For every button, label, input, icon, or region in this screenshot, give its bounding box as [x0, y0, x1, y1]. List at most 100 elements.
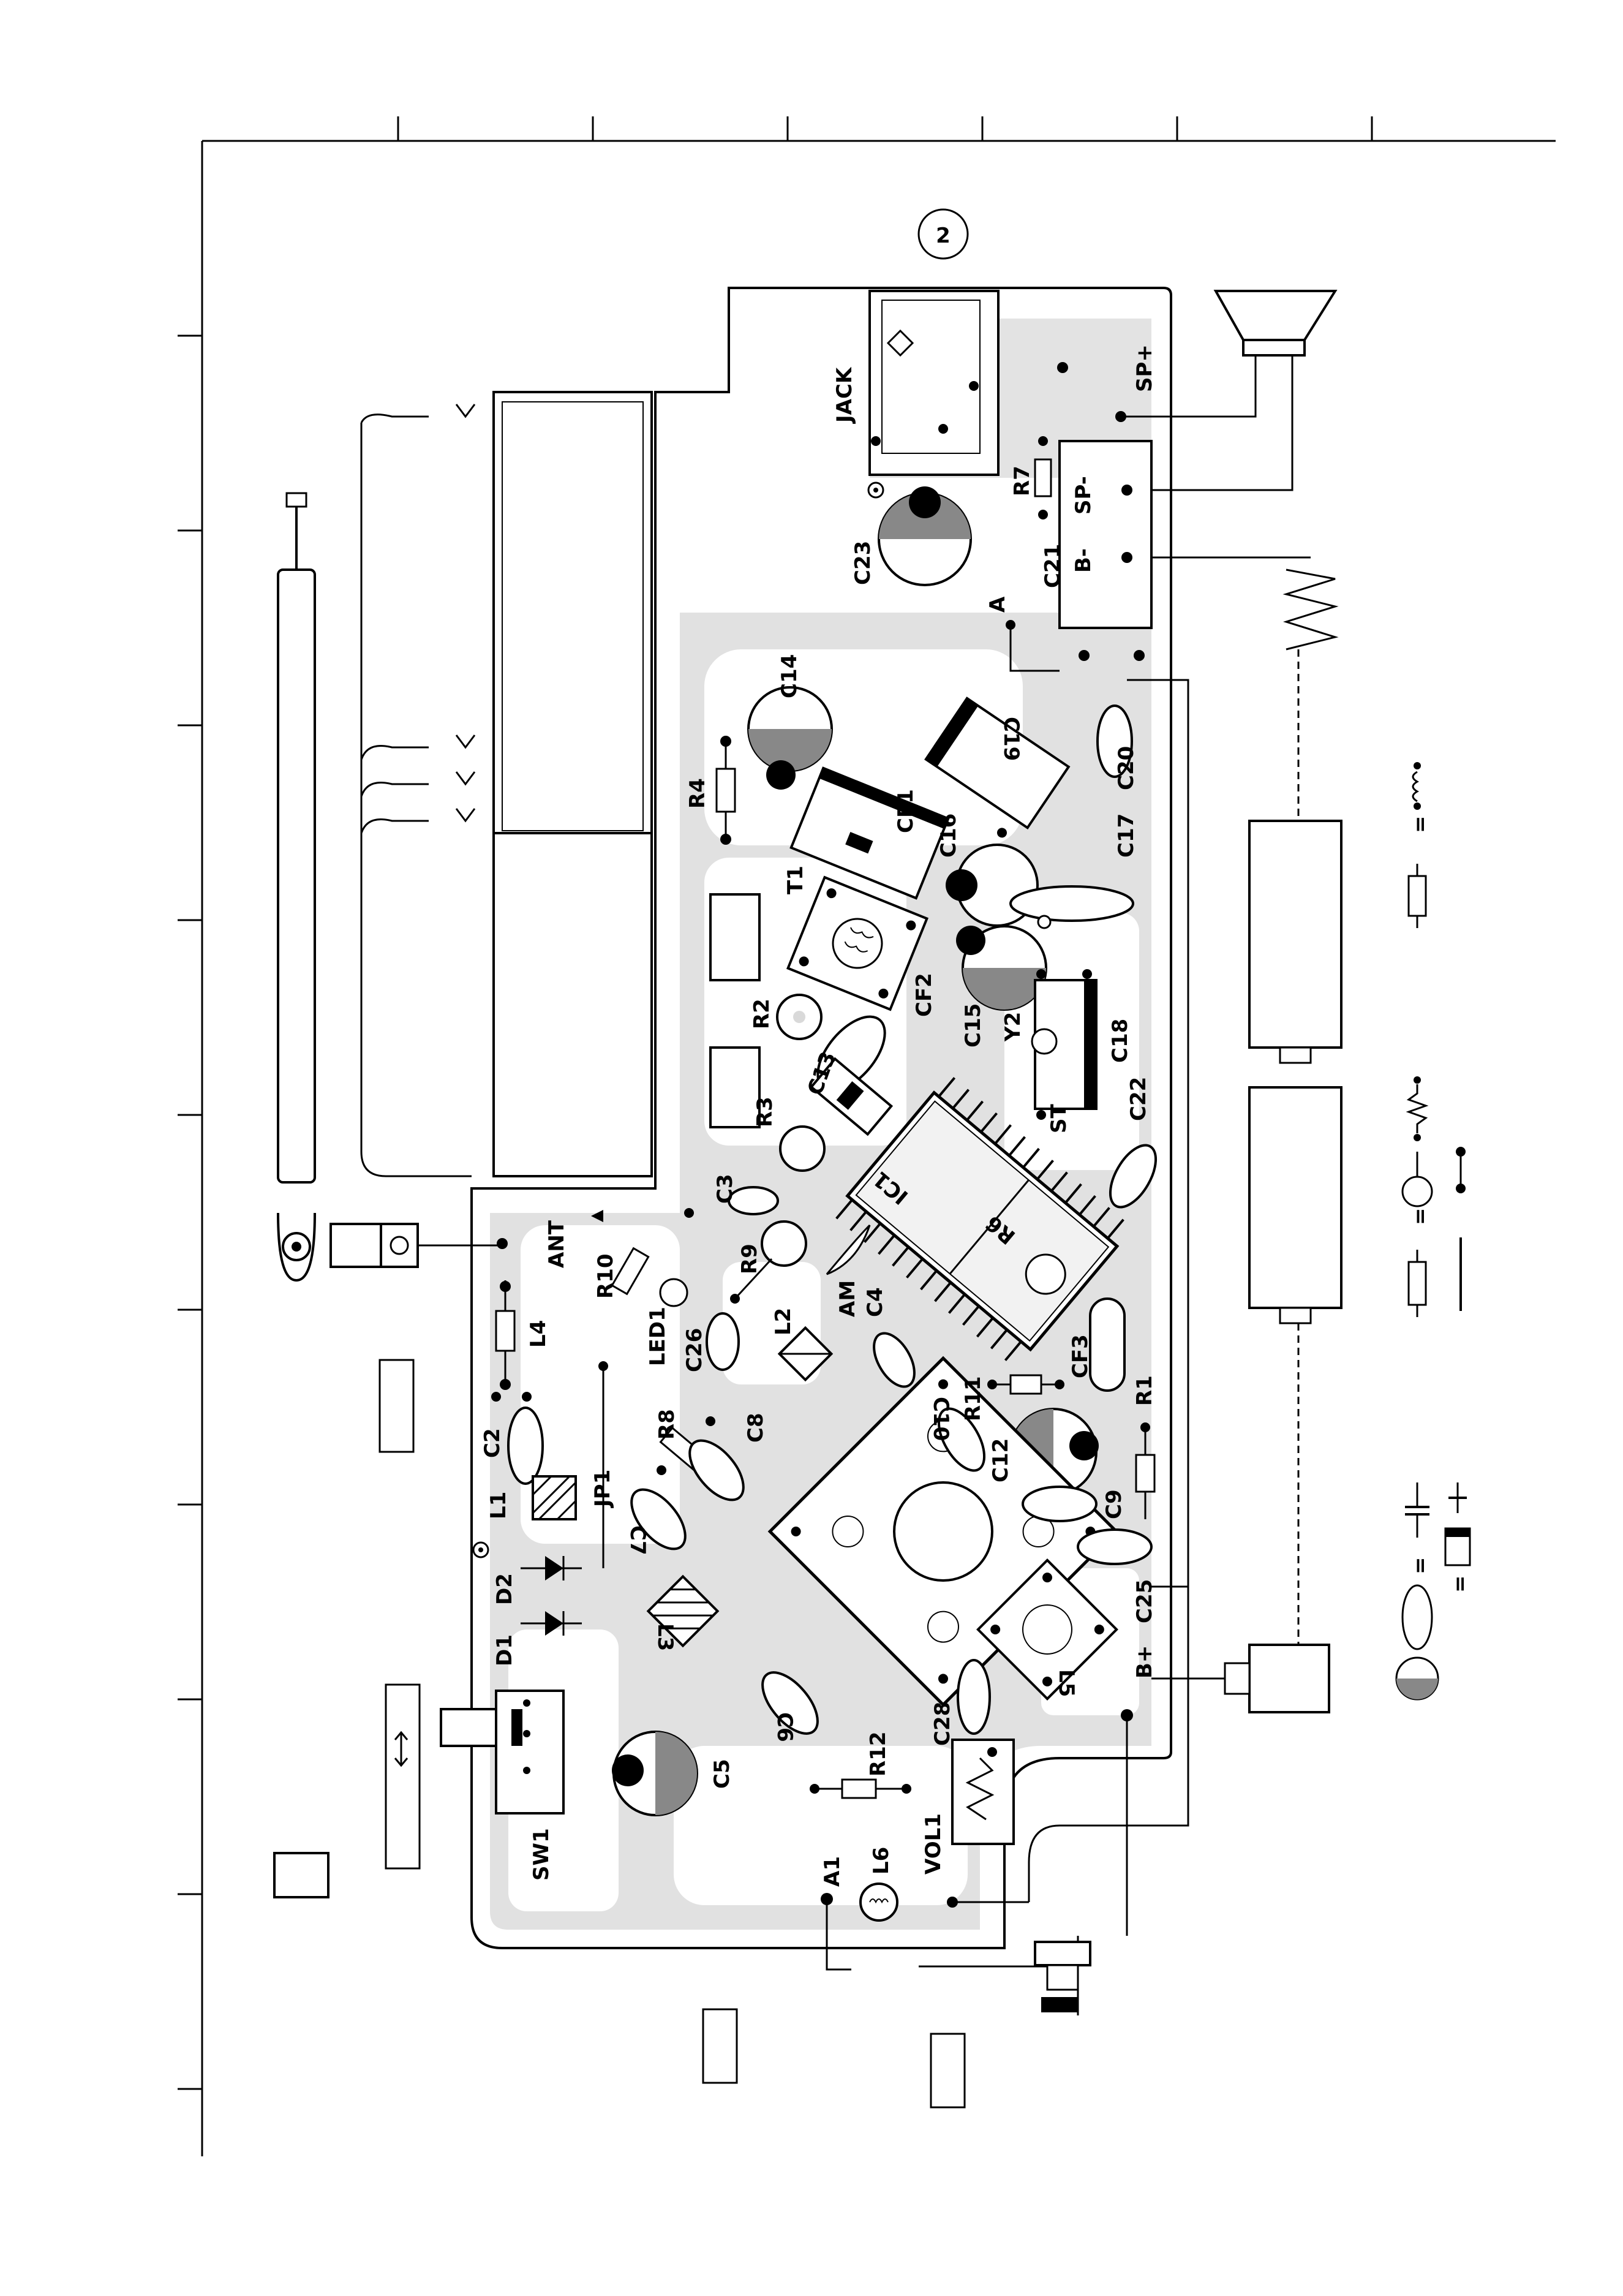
- c19-capacitor: [924, 697, 1071, 838]
- label-sp-minus: SP-: [1071, 476, 1096, 515]
- cf3-filter: [1089, 1297, 1126, 1392]
- label-r3: R3: [753, 1097, 777, 1127]
- label-c14: C14: [777, 654, 802, 698]
- c7-capacitor: [630, 1488, 687, 1550]
- d2-diode: [521, 1556, 582, 1580]
- c5-capacitor: [612, 1731, 698, 1816]
- electrolytic-capacitor-symbol-icon: [1395, 1482, 1471, 1701]
- label-st: ST: [1047, 1104, 1071, 1133]
- label-b-minus: B-: [1071, 548, 1096, 573]
- label-c6: C6: [772, 1712, 797, 1742]
- label-d1: D1: [492, 1634, 517, 1666]
- label-c19: C19: [999, 717, 1023, 761]
- inductor-symbol-icon: [1407, 762, 1427, 928]
- label-r10: R10: [593, 1254, 618, 1299]
- label-c22: C22: [1126, 1077, 1151, 1121]
- switch-arrow-icon: [394, 1731, 409, 1767]
- zigzag-resistor-symbol-icon: [1406, 1076, 1429, 1141]
- legend-wire-eq: =: [1408, 816, 1433, 834]
- c22-capacitor: [1109, 1144, 1158, 1209]
- c14-capacitor: [747, 686, 833, 790]
- label-c20: C20: [1114, 746, 1139, 790]
- label-r12: R12: [866, 1732, 891, 1777]
- label-c3: C3: [713, 1174, 737, 1204]
- l1-coil: [472, 1475, 577, 1558]
- r11-resistor: [987, 1374, 1064, 1395]
- label-led1: LED1: [646, 1307, 670, 1366]
- c17-capacitor: [1009, 885, 1134, 922]
- label-r1: R1: [1132, 1375, 1157, 1406]
- legend: [1395, 762, 1471, 1701]
- vol1-potentiometer: [947, 1739, 1029, 1908]
- r12-resistor: [810, 1778, 911, 1799]
- label-r8: R8: [655, 1409, 679, 1440]
- label-sw1: SW1: [529, 1828, 554, 1881]
- label-jack: JACK: [832, 366, 857, 424]
- c13-capacitor: [809, 1057, 894, 1136]
- label-a: A: [985, 596, 1010, 613]
- left-frame-rects: [273, 1359, 966, 2109]
- r3-resistor: [779, 1125, 826, 1172]
- label-c25: C25: [1132, 1579, 1157, 1623]
- speaker-icon: [1121, 290, 1338, 491]
- c6-capacitor: [761, 1671, 819, 1735]
- label-b-plus: B+: [1132, 1645, 1157, 1679]
- cf1-filter: [789, 766, 950, 900]
- output-connector: [919, 1587, 1189, 2015]
- c4-capacitor: [873, 1332, 916, 1388]
- label-c28: C28: [930, 1702, 955, 1746]
- capacitor-symbol-icon: [1401, 1482, 1433, 1650]
- d1-diode: [521, 1611, 582, 1636]
- c3-capacitor: [728, 1186, 779, 1215]
- label-c17: C17: [1114, 814, 1139, 858]
- label-r4: R4: [685, 778, 710, 809]
- component-labels: JACK SP+ SP- B- R7 C21 C23 A C14 R4 CF1 …: [480, 344, 1157, 1887]
- r9-resistor: [730, 1220, 807, 1304]
- label-r11: R11: [961, 1376, 985, 1422]
- label-c10: C10: [928, 1397, 953, 1441]
- am-lens: [826, 1224, 871, 1275]
- label-vol1: VOL1: [921, 1813, 946, 1875]
- label-l6: L6: [869, 1847, 894, 1875]
- label-c15: C15: [961, 1003, 985, 1048]
- c9-capacitor: [1022, 1486, 1098, 1522]
- label-l3: L3: [653, 1623, 677, 1651]
- telescopic-antenna-icon: [277, 492, 505, 1282]
- label-r2: R2: [750, 999, 774, 1029]
- y2-c18-block: [1031, 969, 1098, 1120]
- label-c8: C8: [744, 1413, 768, 1443]
- label-c23: C23: [851, 541, 875, 585]
- l5-coil: [976, 1558, 1118, 1701]
- circle-pad-symbol-icon: [1401, 1147, 1466, 1207]
- label-a1: A1: [820, 1856, 845, 1887]
- l2-coil: [777, 1326, 834, 1382]
- legend-resistor-eq: =: [1408, 1208, 1433, 1226]
- resistor-symbol-icon: [1407, 1250, 1427, 1317]
- label-c12: C12: [988, 1438, 1013, 1482]
- r2-resistor: [776, 994, 823, 1040]
- page-number-badge: 2: [917, 208, 969, 260]
- c25-capacitor: [1077, 1528, 1153, 1565]
- label-c26: C26: [682, 1328, 707, 1372]
- r4-resistor: [715, 736, 736, 845]
- label-l1: L1: [486, 1492, 511, 1519]
- battery-icon: [1127, 556, 1342, 1713]
- label-t1: T1: [783, 866, 808, 894]
- c8-capacitor: [688, 1439, 745, 1501]
- l3-coil: [646, 1574, 720, 1648]
- label-c18: C18: [1108, 1019, 1132, 1063]
- ferrite-antenna-bar: [360, 391, 653, 1177]
- rect-pad-2: [709, 1046, 761, 1128]
- label-c7: C7: [625, 1525, 650, 1555]
- label-c9: C9: [1102, 1489, 1126, 1519]
- label-c21: C21: [1041, 544, 1065, 588]
- jack-component: [867, 290, 1000, 499]
- legend-elec-cap-eq: =: [1448, 1576, 1472, 1593]
- c26-capacitor: [706, 1312, 740, 1371]
- rect-pad-1: [709, 893, 761, 981]
- r1-resistor: [1135, 1422, 1156, 1519]
- label-l2: L2: [771, 1308, 796, 1335]
- label-l5: L5: [1054, 1669, 1079, 1697]
- sw1-switch: [440, 1690, 565, 1815]
- label-l4: L4: [526, 1320, 551, 1348]
